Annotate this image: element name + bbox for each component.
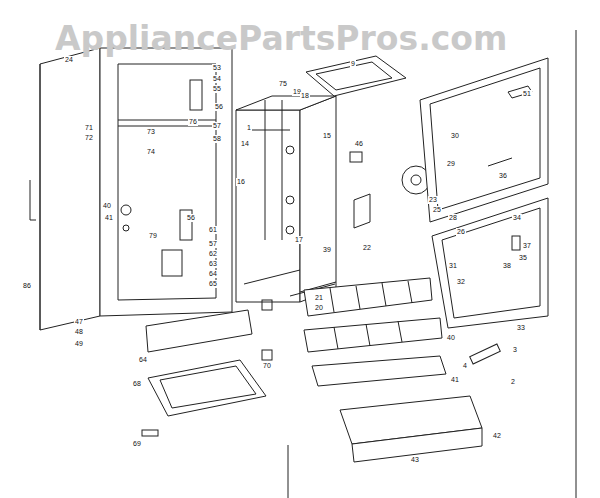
callout-number: 40 — [446, 334, 456, 342]
callout-number: 73 — [146, 128, 156, 136]
callout-number: 34 — [512, 214, 522, 222]
callout-number: 1 — [246, 124, 252, 132]
callout-number: 23 — [428, 196, 438, 204]
callout-number: 61 — [208, 226, 218, 234]
callout-number: 38 — [502, 262, 512, 270]
callout-number: 16 — [236, 178, 246, 186]
callout-number: 55 — [212, 85, 222, 93]
callout-number: 2 — [510, 378, 516, 386]
callout-number: 48 — [74, 328, 84, 336]
callout-number: 39 — [322, 246, 332, 254]
callout-number: 4 — [462, 362, 468, 370]
callout-number: 15 — [322, 132, 332, 140]
callout-number: 74 — [146, 148, 156, 156]
callout-number: 75 — [278, 80, 288, 88]
callout-number: 53 — [212, 64, 222, 72]
callout-number: 58 — [212, 135, 222, 143]
callout-number: 41 — [450, 376, 460, 384]
callout-number: 49 — [74, 340, 84, 348]
callout-number: 36 — [498, 172, 508, 180]
callout-number: 79 — [148, 232, 158, 240]
callout-number: 29 — [446, 160, 456, 168]
callout-number: 20 — [314, 304, 324, 312]
callout-number: 35 — [518, 254, 528, 262]
callout-number: 17 — [294, 236, 304, 244]
callout-number: 3 — [512, 346, 518, 354]
callout-number: 57 — [212, 122, 222, 130]
callout-number: 30 — [450, 132, 460, 140]
callout-number: 24 — [64, 56, 74, 64]
callout-number: 28 — [448, 214, 458, 222]
callout-number: 25 — [432, 206, 442, 214]
callout-number: 64 — [138, 356, 148, 364]
callout-number: 63 — [208, 260, 218, 268]
callout-number: 86 — [22, 282, 32, 290]
callout-number: 68 — [132, 380, 142, 388]
callout-number: 54 — [212, 75, 222, 83]
callout-number: 57 — [208, 240, 218, 248]
callout-number: 40 — [102, 202, 112, 210]
callout-number: 37 — [522, 242, 532, 250]
callout-number: 56 — [214, 103, 224, 111]
callout-number: 69 — [132, 440, 142, 448]
callout-number: 18 — [300, 92, 310, 100]
callout-number: 31 — [448, 262, 458, 270]
callout-number: 76 — [188, 118, 198, 126]
callout-number: 70 — [262, 362, 272, 370]
callout-number: 47 — [74, 318, 84, 326]
callout-number: 65 — [208, 280, 218, 288]
callout-number: 22 — [362, 244, 372, 252]
callout-number: 33 — [516, 324, 526, 332]
callout-number: 41 — [104, 214, 114, 222]
callout-number: 9 — [350, 60, 356, 68]
callout-number: 42 — [492, 432, 502, 440]
watermark: AppliancePartsPros.com — [55, 20, 507, 58]
callout-number: 14 — [240, 140, 250, 148]
callout-number: 51 — [522, 90, 532, 98]
callout-number: 64 — [208, 270, 218, 278]
callout-number: 62 — [208, 250, 218, 258]
callout-number: 56 — [186, 214, 196, 222]
callout-number: 43 — [410, 456, 420, 464]
callout-number: 21 — [314, 294, 324, 302]
callout-number: 32 — [456, 278, 466, 286]
callout-number: 72 — [84, 134, 94, 142]
callout-number: 71 — [84, 124, 94, 132]
callout-number: 46 — [354, 140, 364, 148]
callout-number: 26 — [456, 228, 466, 236]
